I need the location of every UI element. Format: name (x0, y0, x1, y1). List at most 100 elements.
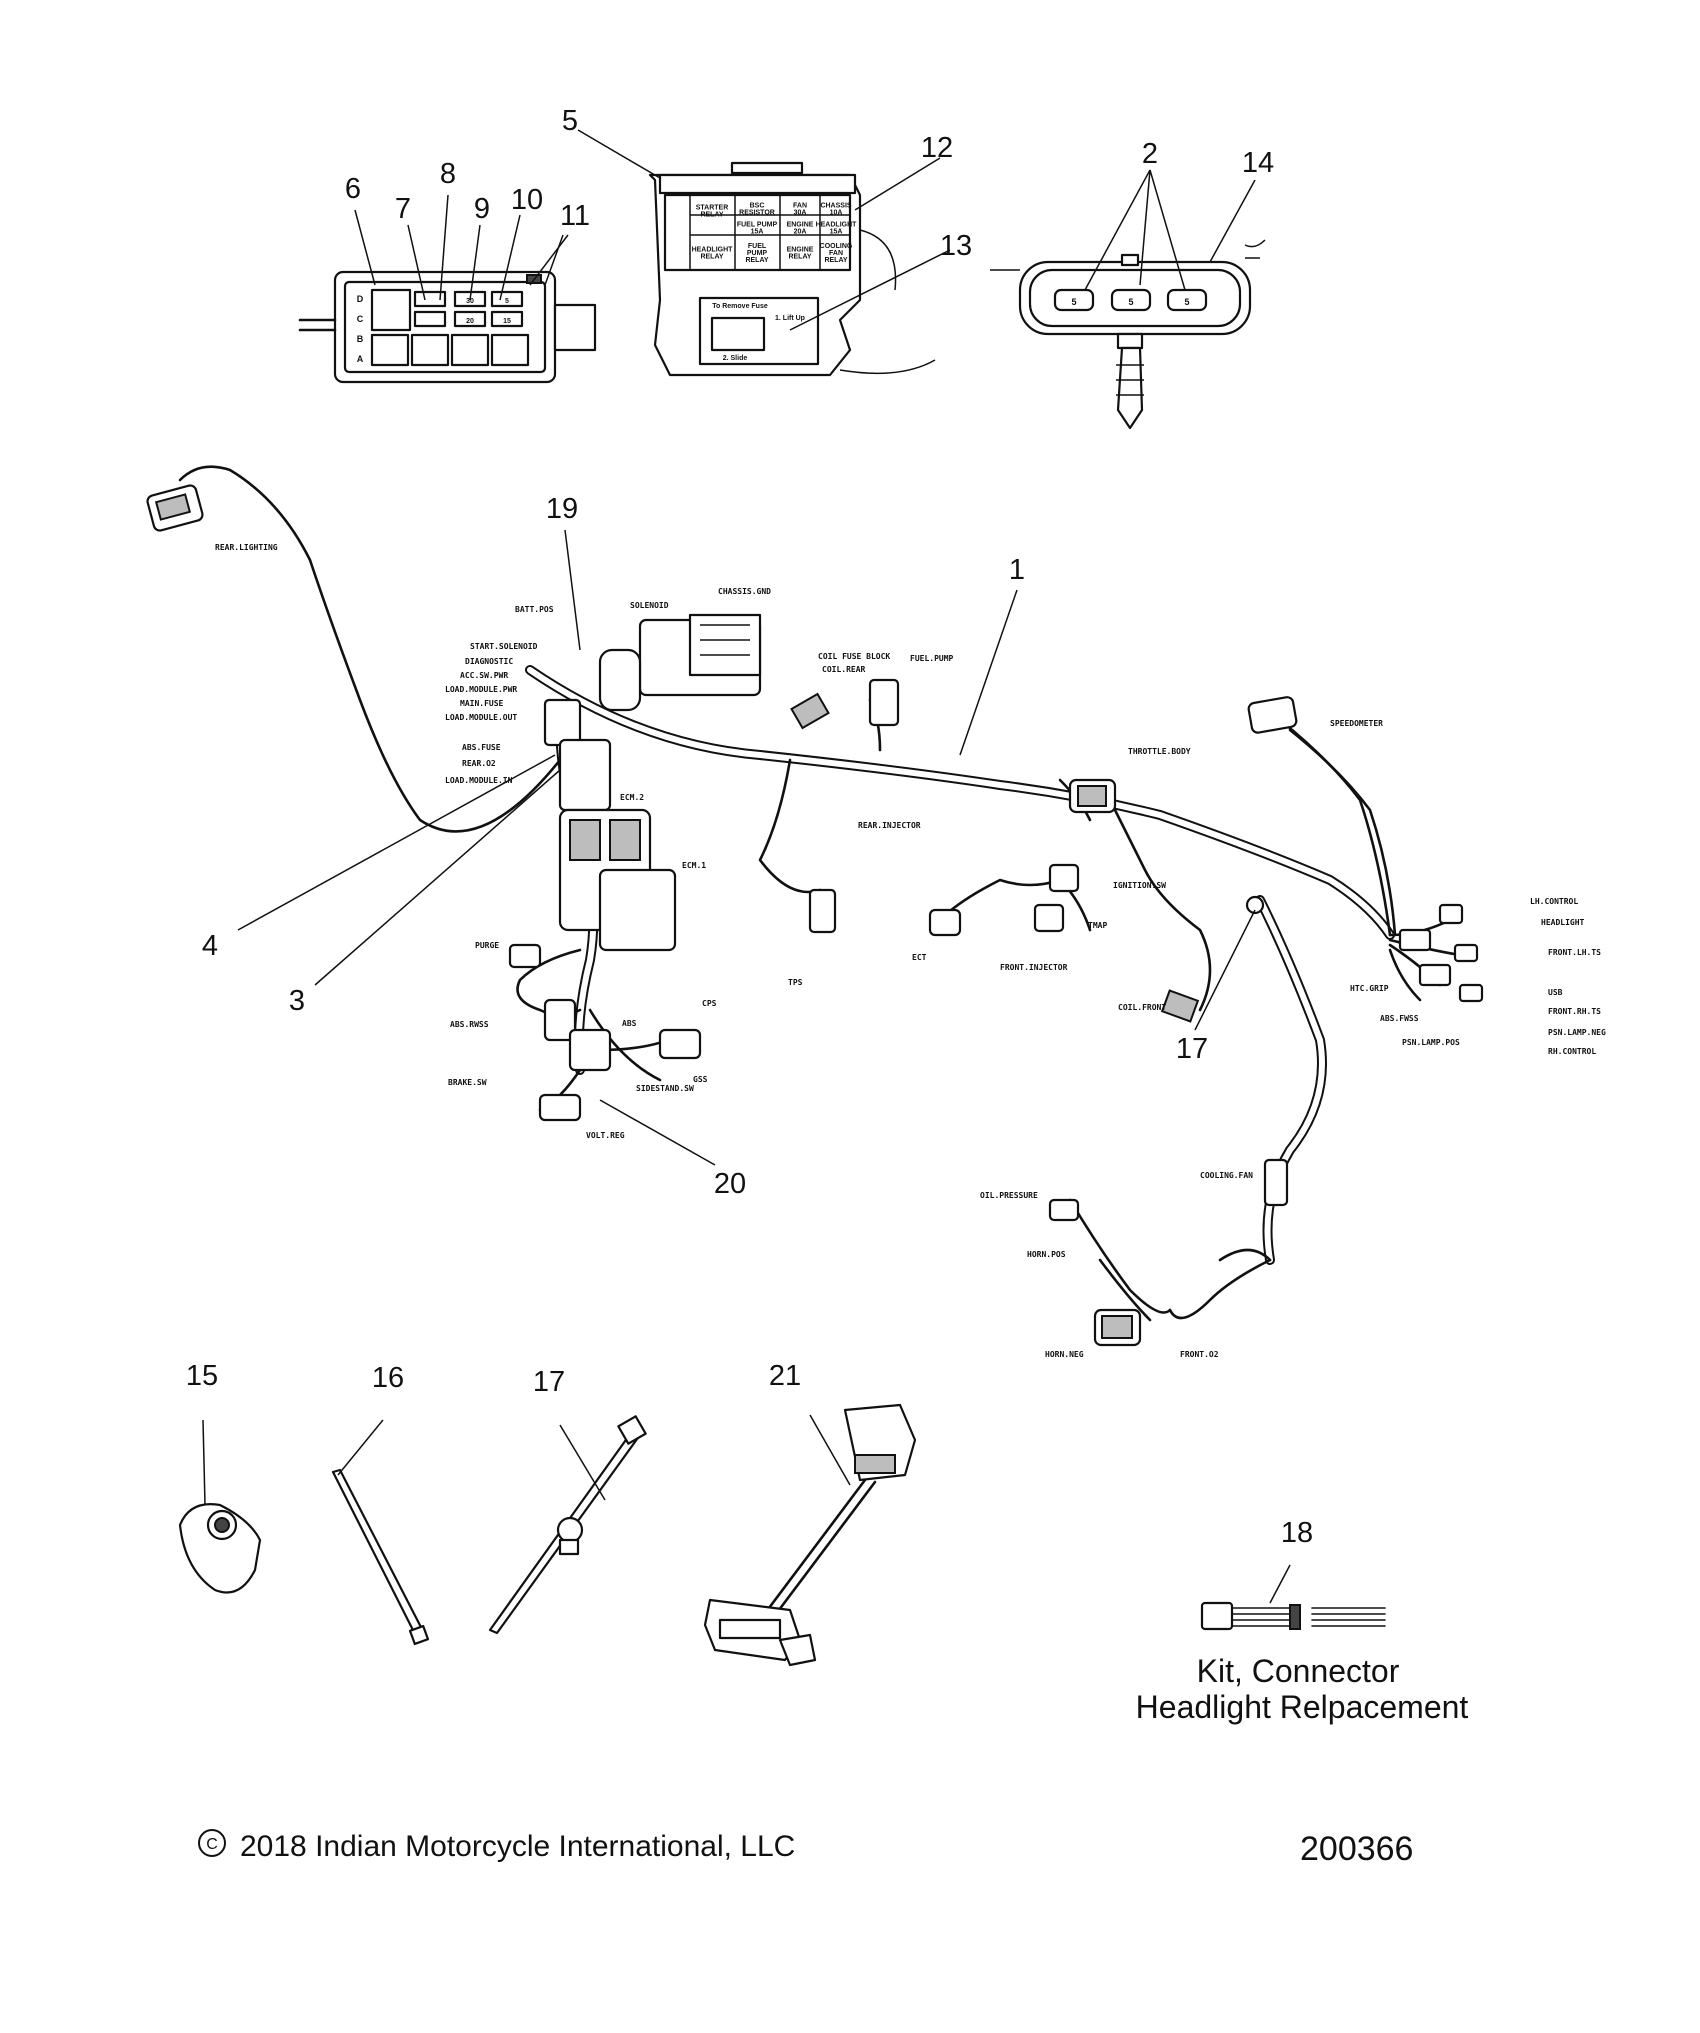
callout-19: 19 (546, 493, 578, 525)
callout-14: 14 (1242, 147, 1274, 179)
tag-speedometer: SPEEDOMETER (1330, 719, 1383, 728)
tag-abs: ABS (622, 1019, 637, 1028)
tag-rh-control: RH.CONTROL (1548, 1047, 1596, 1056)
callout-9: 9 (474, 193, 490, 225)
tag-lh-control: LH.CONTROL (1530, 897, 1578, 906)
tag-abs-fwss: ABS.FWSS (1380, 1014, 1419, 1023)
tag-abs-fuse: ABS.FUSE (462, 743, 501, 752)
fuse-connector-3way: 5 5 5 (990, 239, 1266, 430)
harness-connectors (146, 484, 1484, 1347)
tag-acc-sw-pwr: ACC.SW.PWR (460, 671, 508, 680)
tag-rear-injector: REAR.INJECTOR (858, 821, 921, 830)
callout-3: 3 (289, 985, 305, 1017)
callout-6: 6 (345, 173, 361, 205)
harness-tag-labels: REAR.LIGHTING BATT.POS SOLENOID CHASSIS.… (215, 543, 1606, 1359)
part-18-headlight-kit: Kit, Connector Headlight Relpacement (1136, 1601, 1469, 1725)
tag-front-injector: FRONT.INJECTOR (1000, 963, 1068, 972)
tag-horn-neg: HORN.NEG (1045, 1350, 1084, 1359)
tag-htc-grip: HTC.GRIP (1350, 984, 1389, 993)
tag-diagnostic: DIAGNOSTIC (465, 657, 513, 666)
tag-ecm2: ECM.2 (620, 793, 644, 802)
connector-fuse-1: 5 (1071, 297, 1076, 307)
tag-ignition-sw: IGNITION.SW (1113, 881, 1166, 890)
fuse-row-labels: D C B A (357, 294, 364, 364)
tag-cooling-fan: COOLING.FAN (1200, 1171, 1253, 1180)
callout-8: 8 (440, 158, 456, 190)
callout-1: 1 (1009, 554, 1025, 586)
callout-18: 18 (1281, 1517, 1313, 1549)
callout-21: 21 (769, 1360, 801, 1392)
callout-numbers: 5 6 7 8 9 10 11 12 13 2 14 1 19 4 3 20 1… (186, 105, 1313, 1549)
fuse-value-15: 15 (503, 318, 511, 325)
tag-coil-rear: COIL.REAR (822, 665, 866, 674)
tag-coil-fuse-block: COIL FUSE BLOCK (818, 652, 890, 661)
tag-solenoid: SOLENOID (630, 601, 669, 610)
callout-16: 16 (372, 1362, 404, 1394)
callout-5: 5 (562, 105, 578, 137)
tag-fuel-pump: FUEL.PUMP (910, 654, 954, 663)
tag-rear-o2: REAR.O2 (462, 759, 496, 768)
tag-gss: GSS (693, 1075, 708, 1084)
fuse-value-20: 20 (466, 318, 474, 325)
tag-start-solenoid: START.SOLENOID (470, 642, 538, 651)
tag-rear-lighting: REAR.LIGHTING (215, 543, 278, 552)
tag-main-fuse: MAIN.FUSE (460, 699, 504, 708)
callout-13: 13 (940, 230, 972, 262)
copyright-icon (198, 1829, 226, 1857)
figure-number: 200366 (1300, 1830, 1413, 1868)
tag-purge: PURGE (475, 941, 499, 950)
part-17-cable-tie-clip (488, 1415, 647, 1635)
tag-load-module-pwr: LOAD.MODULE.PWR (445, 685, 517, 694)
kit-title-line2: Headlight Relpacement (1136, 1689, 1469, 1725)
tag-tps: TPS (788, 978, 803, 987)
callout-2: 2 (1142, 138, 1158, 170)
tag-sidestand-sw: SIDESTAND.SW (636, 1084, 694, 1093)
callout-leaders (202, 129, 1291, 1604)
tag-ect: ECT (912, 953, 927, 962)
tag-usb: USB (1548, 988, 1563, 997)
tag-psn-lamp-pos: PSN.LAMP.POS (1402, 1038, 1460, 1047)
row-letter-d: D (357, 294, 364, 304)
kit-title-line1: Kit, Connector (1197, 1653, 1400, 1689)
callout-15: 15 (186, 1360, 218, 1392)
tag-psn-lamp-neg: PSN.LAMP.NEG (1548, 1028, 1606, 1037)
tag-brake-sw: BRAKE.SW (448, 1078, 487, 1087)
tag-ecm1: ECM.1 (682, 861, 706, 870)
row-letter-a: A (357, 354, 364, 364)
tag-tmap: TMAP (1088, 921, 1107, 930)
callout-20: 20 (714, 1168, 746, 1200)
row-letter-c: C (357, 314, 364, 324)
copyright-text: 2018 Indian Motorcycle International, LL… (240, 1830, 795, 1863)
tag-front-o2: FRONT.O2 (1180, 1350, 1219, 1359)
tag-throttle-body: THROTTLE.BODY (1128, 747, 1191, 756)
footer: C 2018 Indian Motorcycle International, … (198, 1829, 1413, 1868)
fuse-instr-step1: 1. Lift Up (775, 315, 805, 322)
callout-17-part: 17 (533, 1366, 565, 1398)
tag-front-lh-ts: FRONT.LH.TS (1548, 948, 1601, 957)
callout-7: 7 (395, 193, 411, 225)
row-letter-b: B (357, 334, 364, 344)
tag-coil-front: COIL.FRONT (1118, 1003, 1166, 1012)
tag-oil-pressure: OIL.PRESSURE (980, 1191, 1038, 1200)
tag-front-rh-ts: FRONT.RH.TS (1548, 1007, 1601, 1016)
fuse-value-5: 5 (505, 298, 509, 305)
tag-load-module-out: LOAD.MODULE.OUT (445, 713, 517, 722)
callout-17-harness: 17 (1176, 1033, 1208, 1065)
part-16-cable-tie (331, 1468, 430, 1646)
tag-batt-pos: BATT.POS (515, 605, 554, 614)
callout-12: 12 (921, 132, 953, 164)
fuse-instr-title: To Remove Fuse (712, 303, 768, 310)
fuse-instr-step2: 2. Slide (723, 355, 748, 362)
callout-4: 4 (202, 930, 218, 962)
callout-10: 10 (511, 184, 543, 216)
